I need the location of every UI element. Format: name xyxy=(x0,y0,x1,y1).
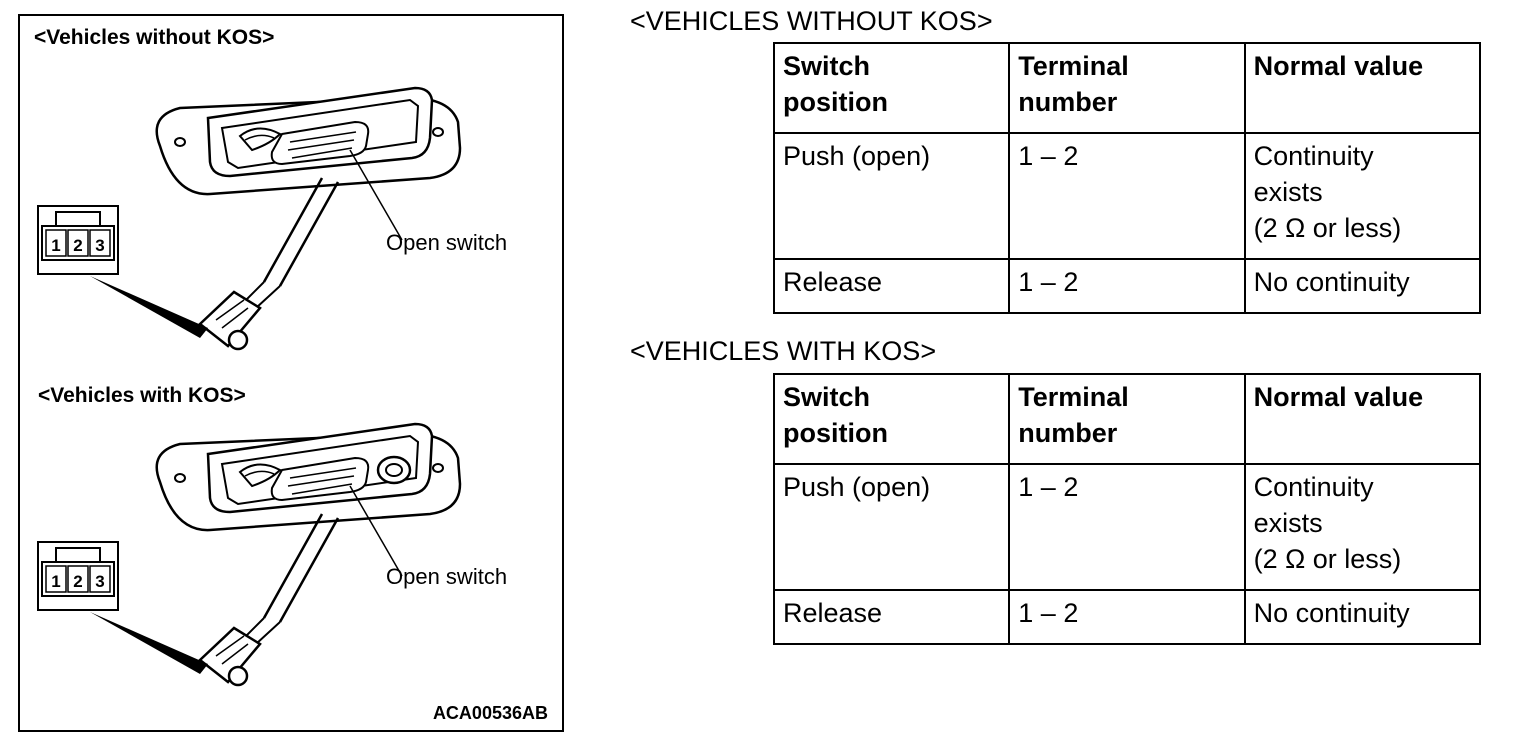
section-title-without-kos: <VEHICLES WITHOUT KOS> xyxy=(630,6,993,36)
figure-heading-without-kos: <Vehicles without KOS> xyxy=(34,26,275,49)
cell-switch-position: Release xyxy=(772,258,1011,314)
figure-heading-with-kos: <Vehicles with KOS> xyxy=(38,384,246,407)
header-terminal-number: Terminal number xyxy=(1008,373,1246,465)
table-row: Release 1 – 2 No continuity xyxy=(772,258,1482,314)
table-row: Release 1 – 2 No continuity xyxy=(772,589,1482,645)
figure-code: ACA00536AB xyxy=(432,703,548,723)
switch-illustration-without-kos: 1 2 3 xyxy=(37,86,462,351)
connector-pin-label: 2 xyxy=(73,236,82,255)
connector-pin-label: 3 xyxy=(95,236,104,255)
cell-normal-value: Continuity exists (2 Ω or less) xyxy=(1243,132,1482,260)
cell-normal-value: No continuity xyxy=(1243,258,1482,314)
cell-switch-position: Release xyxy=(772,589,1011,645)
connector-face-icon xyxy=(37,205,119,275)
table-row: Push (open) 1 – 2 Continuity exists (2 Ω… xyxy=(772,132,1482,260)
cell-terminal-number: 1 – 2 xyxy=(1008,258,1246,314)
section-title-with-kos: <VEHICLES WITH KOS> xyxy=(630,336,937,366)
cell-switch-position: Push (open) xyxy=(772,463,1011,591)
table-header-row: Switch position Terminal number Normal v… xyxy=(772,373,1482,465)
open-switch-callout-with-kos: Open switch xyxy=(386,564,508,589)
table-row: Push (open) 1 – 2 Continuity exists (2 Ω… xyxy=(772,463,1482,591)
connector-pin-label: 1 xyxy=(51,572,60,591)
table-header-row: Switch position Terminal number Normal v… xyxy=(772,42,1482,134)
header-switch-position: Switch position xyxy=(772,42,1011,134)
header-switch-position: Switch position xyxy=(772,373,1011,465)
header-terminal-number: Terminal number xyxy=(1008,42,1246,134)
connector-pin-label: 1 xyxy=(51,236,60,255)
illustration-figure: <Vehicles without KOS> xyxy=(18,14,564,732)
cell-terminal-number: 1 – 2 xyxy=(1008,132,1246,260)
connector-pin-label: 2 xyxy=(73,572,82,591)
header-normal-value: Normal value xyxy=(1243,373,1482,465)
cell-normal-value: Continuity exists (2 Ω or less) xyxy=(1243,463,1482,591)
spec-table-with-kos: Switch position Terminal number Normal v… xyxy=(772,373,1482,645)
cell-terminal-number: 1 – 2 xyxy=(1008,589,1246,645)
connector-face-icon xyxy=(37,541,119,611)
cell-normal-value: No continuity xyxy=(1243,589,1482,645)
cell-terminal-number: 1 – 2 xyxy=(1008,463,1246,591)
open-switch-callout-without-kos: Open switch xyxy=(386,230,508,255)
cell-switch-position: Push (open) xyxy=(772,132,1011,260)
connector-pin-label: 3 xyxy=(95,572,104,591)
kos-button-icon xyxy=(376,455,412,485)
spec-table-without-kos: Switch position Terminal number Normal v… xyxy=(772,42,1482,314)
switch-illustration-with-kos: 1 2 3 xyxy=(37,422,462,687)
header-normal-value: Normal value xyxy=(1243,42,1482,134)
